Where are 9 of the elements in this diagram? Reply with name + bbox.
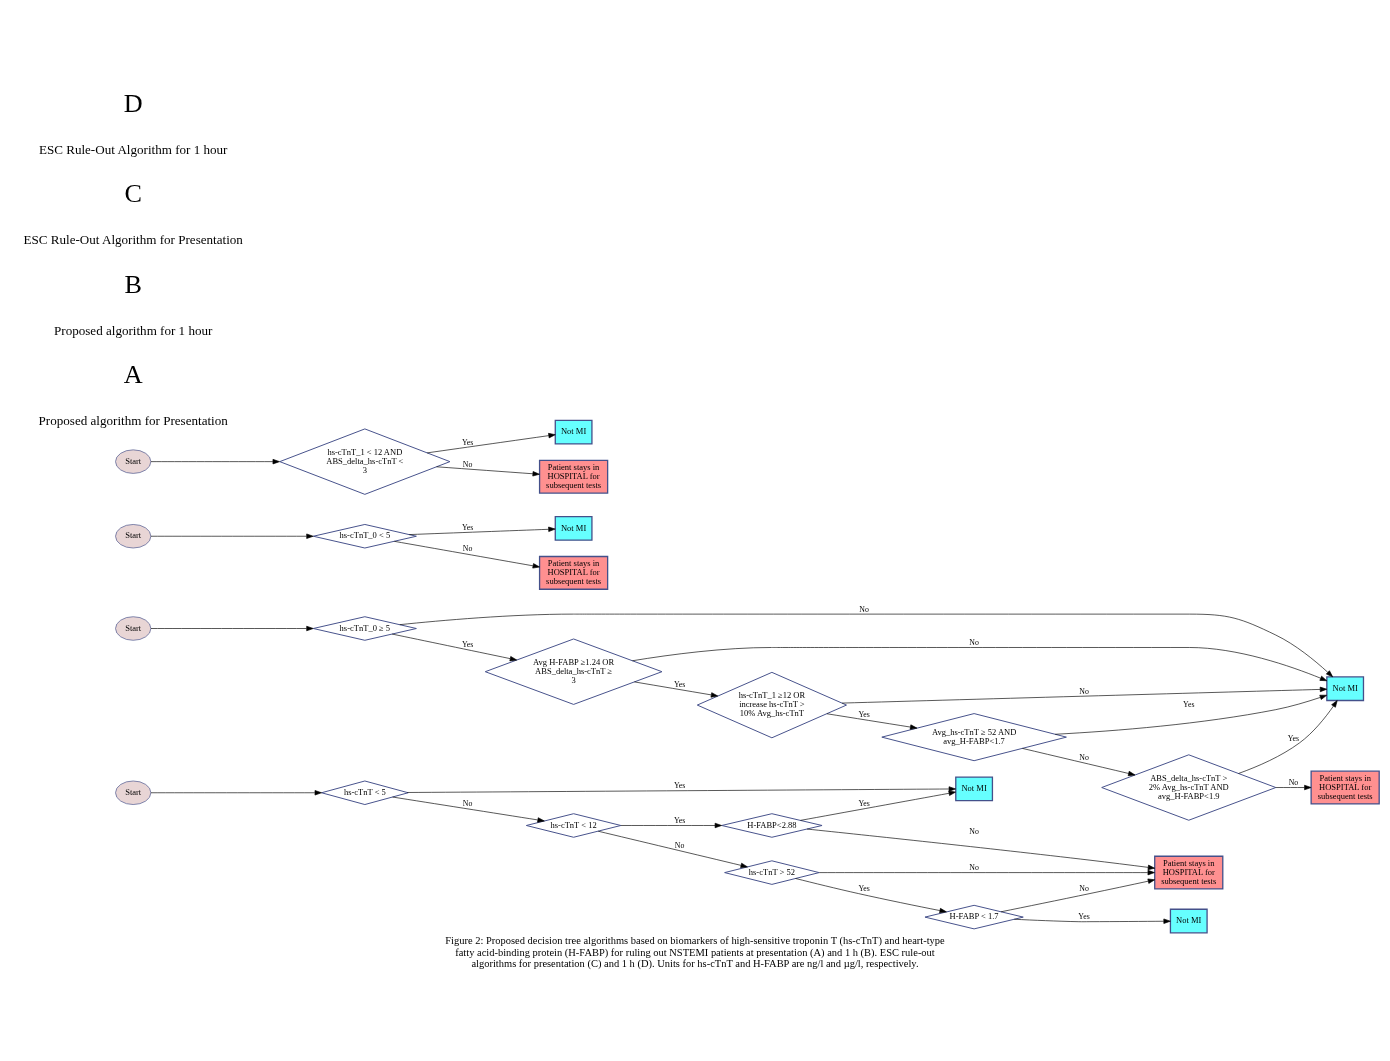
label: D (123, 88, 143, 118)
label: ESC Rule-Out Algorithm for Presentation (23, 231, 243, 247)
label: ESC Rule-Out Algorithm for 1 hour (38, 141, 228, 157)
label: C (124, 178, 142, 208)
caption: Figure 2: Proposed decision tree algorithms based on biomarkers of high-sensitive troponin T (hs-cTnT) and heart-type fatty acid-binding protein (H-FABP) for ruling out NSTEMI patients at presentation (A) and 1 h (B). ESC rule-out algorithms for presentation (C) and 1 h (D). Units for hs-cTnT and H-FABP are ng/l and µg/l, respectively. (445, 934, 945, 969)
label: Proposed algorithm for 1 hour (54, 322, 213, 338)
label: A (123, 359, 143, 389)
label: B (124, 269, 142, 299)
label: Proposed algorithm for Presentation (38, 412, 228, 428)
